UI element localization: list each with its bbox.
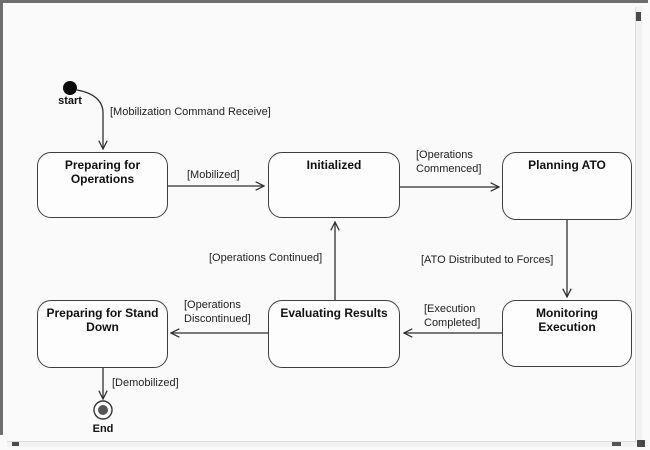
- scrollbar-corner: [637, 440, 645, 447]
- state-preparing-for-operations: Preparing for Operations: [37, 152, 168, 218]
- horizontal-scrollbar-thumb-left[interactable]: [12, 442, 19, 446]
- transition-label-mobilization-command: [Mobilization Command Receive]: [110, 106, 271, 118]
- vertical-scrollbar-track[interactable]: [635, 7, 642, 444]
- horizontal-scrollbar-track[interactable]: [7, 441, 636, 447]
- frame-left-border: [0, 0, 3, 435]
- state-label: Initialized: [306, 158, 362, 172]
- transition-label-ato-distributed: [ATO Distributed to Forces]: [421, 254, 554, 266]
- transition-label-operations-continued: [Operations Continued]: [209, 252, 323, 264]
- state-preparing-for-stand-down: Preparing for Stand Down: [37, 300, 168, 368]
- frame-top-border: [0, 0, 648, 3]
- transition-label-execution-completed: [Execution Completed]: [424, 303, 481, 329]
- transition-label-operations-commenced: [Operations Commenced]: [416, 149, 482, 175]
- state-planning-ato: Planning ATO: [502, 152, 632, 220]
- state-label: Monitoring Execution: [536, 306, 598, 335]
- state-evaluating-results: Evaluating Results: [268, 300, 400, 368]
- state-initialized: Initialized: [268, 152, 400, 218]
- state-label: Evaluating Results: [280, 306, 388, 320]
- transition-label-demobilized: [Demobilized]: [112, 377, 179, 389]
- horizontal-scrollbar-thumb-right[interactable]: [612, 442, 621, 446]
- start-node: [63, 81, 77, 95]
- transition-label-mobilized: [Mobilized]: [187, 169, 240, 181]
- state-label: Preparing for Stand Down: [46, 306, 159, 335]
- end-node-label: End: [92, 423, 114, 435]
- transition-arrow-mobilization-command: [76, 89, 103, 149]
- state-monitoring-execution: Monitoring Execution: [502, 300, 632, 367]
- state-label: Preparing for Operations: [64, 158, 141, 187]
- vertical-scrollbar-thumb[interactable]: [636, 12, 641, 21]
- transition-label-operations-discontinued: [Operations Discontinued]: [184, 299, 251, 325]
- end-node-core: [98, 405, 108, 415]
- start-node-label: start: [58, 95, 82, 107]
- state-label: Planning ATO: [528, 158, 606, 172]
